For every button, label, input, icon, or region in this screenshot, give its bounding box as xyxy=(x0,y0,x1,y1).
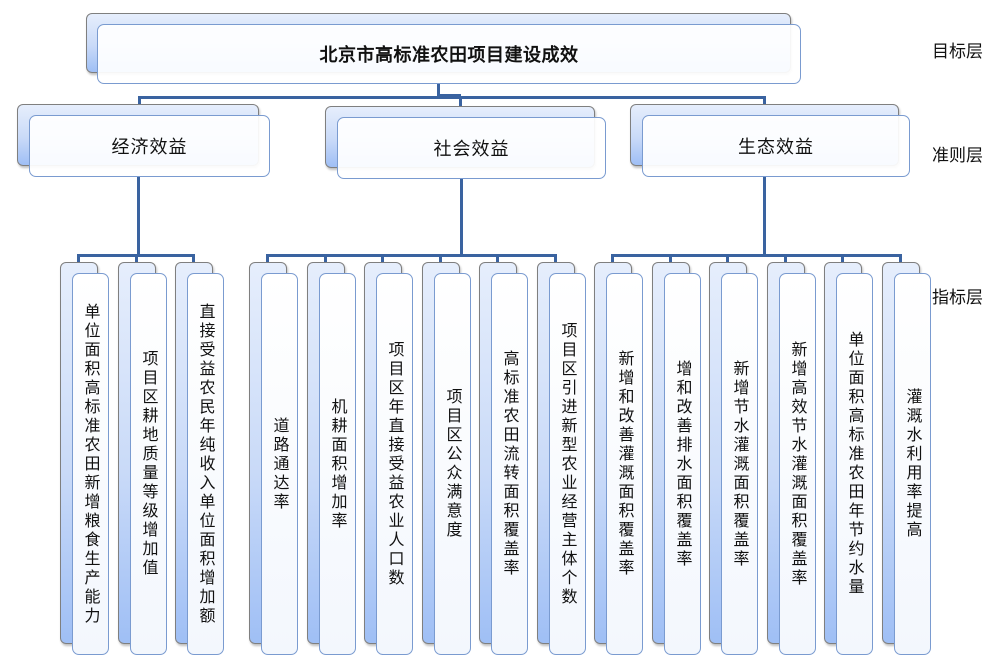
indicator-box: 高标准农田流转面积覆盖率 xyxy=(491,273,528,655)
indicator-box: 新增节水灌溉面积覆盖率 xyxy=(721,273,758,655)
connector-indicator-drop xyxy=(899,254,902,264)
indicator-box: 项目区年直接受益农业人口数 xyxy=(376,273,413,655)
indicator-box: 单位面积高标准农田年节约水量 xyxy=(836,273,873,655)
indicator-label: 单位面积高标准农田年节约水量 xyxy=(845,331,865,597)
criteria-box-social: 社会效益 xyxy=(337,117,606,179)
connector-social-bus xyxy=(267,254,557,257)
indicator-label: 新增节水灌溉面积覆盖率 xyxy=(730,359,750,569)
layer-label-indicator: 指标层 xyxy=(932,288,983,308)
indicator-label: 项目区年直接受益农业人口数 xyxy=(385,340,405,588)
indicator-box: 直接受益农民年纯收入单位面积增加额 xyxy=(187,273,224,655)
connector-indicator-drop xyxy=(554,254,557,264)
indicator-box: 新增高效节水灌溉面积覆盖率 xyxy=(779,273,816,655)
connector-indicator-drop xyxy=(726,254,729,264)
indicator-label: 直接受益农民年纯收入单位面积增加额 xyxy=(196,302,216,626)
layer-label-criteria: 准则层 xyxy=(932,146,983,166)
criteria-box-ecological: 生态效益 xyxy=(642,115,910,177)
indicator-box: 项目区耕地质量等级增加值 xyxy=(130,273,167,655)
connector-goal-down xyxy=(437,84,440,96)
indicator-box: 单位面积高标准农田新增粮食生产能力 xyxy=(72,273,109,655)
connector-social-down xyxy=(460,178,463,256)
indicator-label: 机耕面积增加率 xyxy=(328,397,348,531)
criteria-label: 生态效益 xyxy=(738,137,814,158)
connector-indicator-drop xyxy=(841,254,844,264)
connector-indicator-drop xyxy=(784,254,787,264)
connector-goal-step xyxy=(437,94,461,97)
connector-indicator-drop xyxy=(77,254,80,264)
layer-label-goal: 目标层 xyxy=(932,42,983,62)
indicator-box: 机耕面积增加率 xyxy=(319,273,356,655)
goal-label: 北京市高标准农田项目建设成效 xyxy=(319,45,579,66)
indicator-box: 道路通达率 xyxy=(261,273,298,655)
connector-ecological-bus xyxy=(612,254,902,257)
criteria-box-economic: 经济效益 xyxy=(29,115,270,177)
connector-indicator-drop xyxy=(496,254,499,264)
connector-to-economic xyxy=(138,96,141,106)
indicator-label: 高标准农田流转面积覆盖率 xyxy=(500,350,520,578)
indicator-box: 灌溉水利用率提高 xyxy=(894,273,931,655)
connector-indicator-drop xyxy=(192,254,195,264)
connector-to-ecological xyxy=(763,96,766,106)
indicator-label: 增和改善排水面积覆盖率 xyxy=(673,359,693,569)
indicator-label: 新增和改善灌溉面积覆盖率 xyxy=(615,350,635,578)
connector-indicator-drop xyxy=(669,254,672,264)
indicator-box: 增和改善排水面积覆盖率 xyxy=(664,273,701,655)
connector-ecological-down xyxy=(763,176,766,256)
indicator-label: 单位面积高标准农田新增粮食生产能力 xyxy=(81,302,101,626)
connector-indicator-drop xyxy=(439,254,442,264)
connector-indicator-drop xyxy=(135,254,138,264)
criteria-label: 社会效益 xyxy=(433,139,510,160)
connector-economic-down xyxy=(137,176,140,256)
criteria-label: 经济效益 xyxy=(111,137,188,158)
indicator-label: 新增高效节水灌溉面积覆盖率 xyxy=(788,340,808,588)
indicator-label: 项目区引进新型农业经营主体个数 xyxy=(558,321,578,607)
indicator-box: 项目区公众满意度 xyxy=(434,273,471,655)
connector-indicator-drop xyxy=(324,254,327,264)
indicator-label: 项目区公众满意度 xyxy=(443,388,463,540)
connector-indicator-drop xyxy=(611,254,614,264)
goal-box: 北京市高标准农田项目建设成效 xyxy=(97,24,801,84)
indicator-box: 新增和改善灌溉面积覆盖率 xyxy=(606,273,643,655)
connector-indicator-drop xyxy=(381,254,384,264)
connector-indicator-drop xyxy=(266,254,269,264)
connector-criteria-bus xyxy=(138,96,766,99)
indicator-label: 灌溉水利用率提高 xyxy=(903,388,923,540)
indicator-label: 道路通达率 xyxy=(270,416,290,512)
indicator-box: 项目区引进新型农业经营主体个数 xyxy=(549,273,586,655)
indicator-label: 项目区耕地质量等级增加值 xyxy=(139,350,159,578)
connector-to-social xyxy=(459,96,462,108)
